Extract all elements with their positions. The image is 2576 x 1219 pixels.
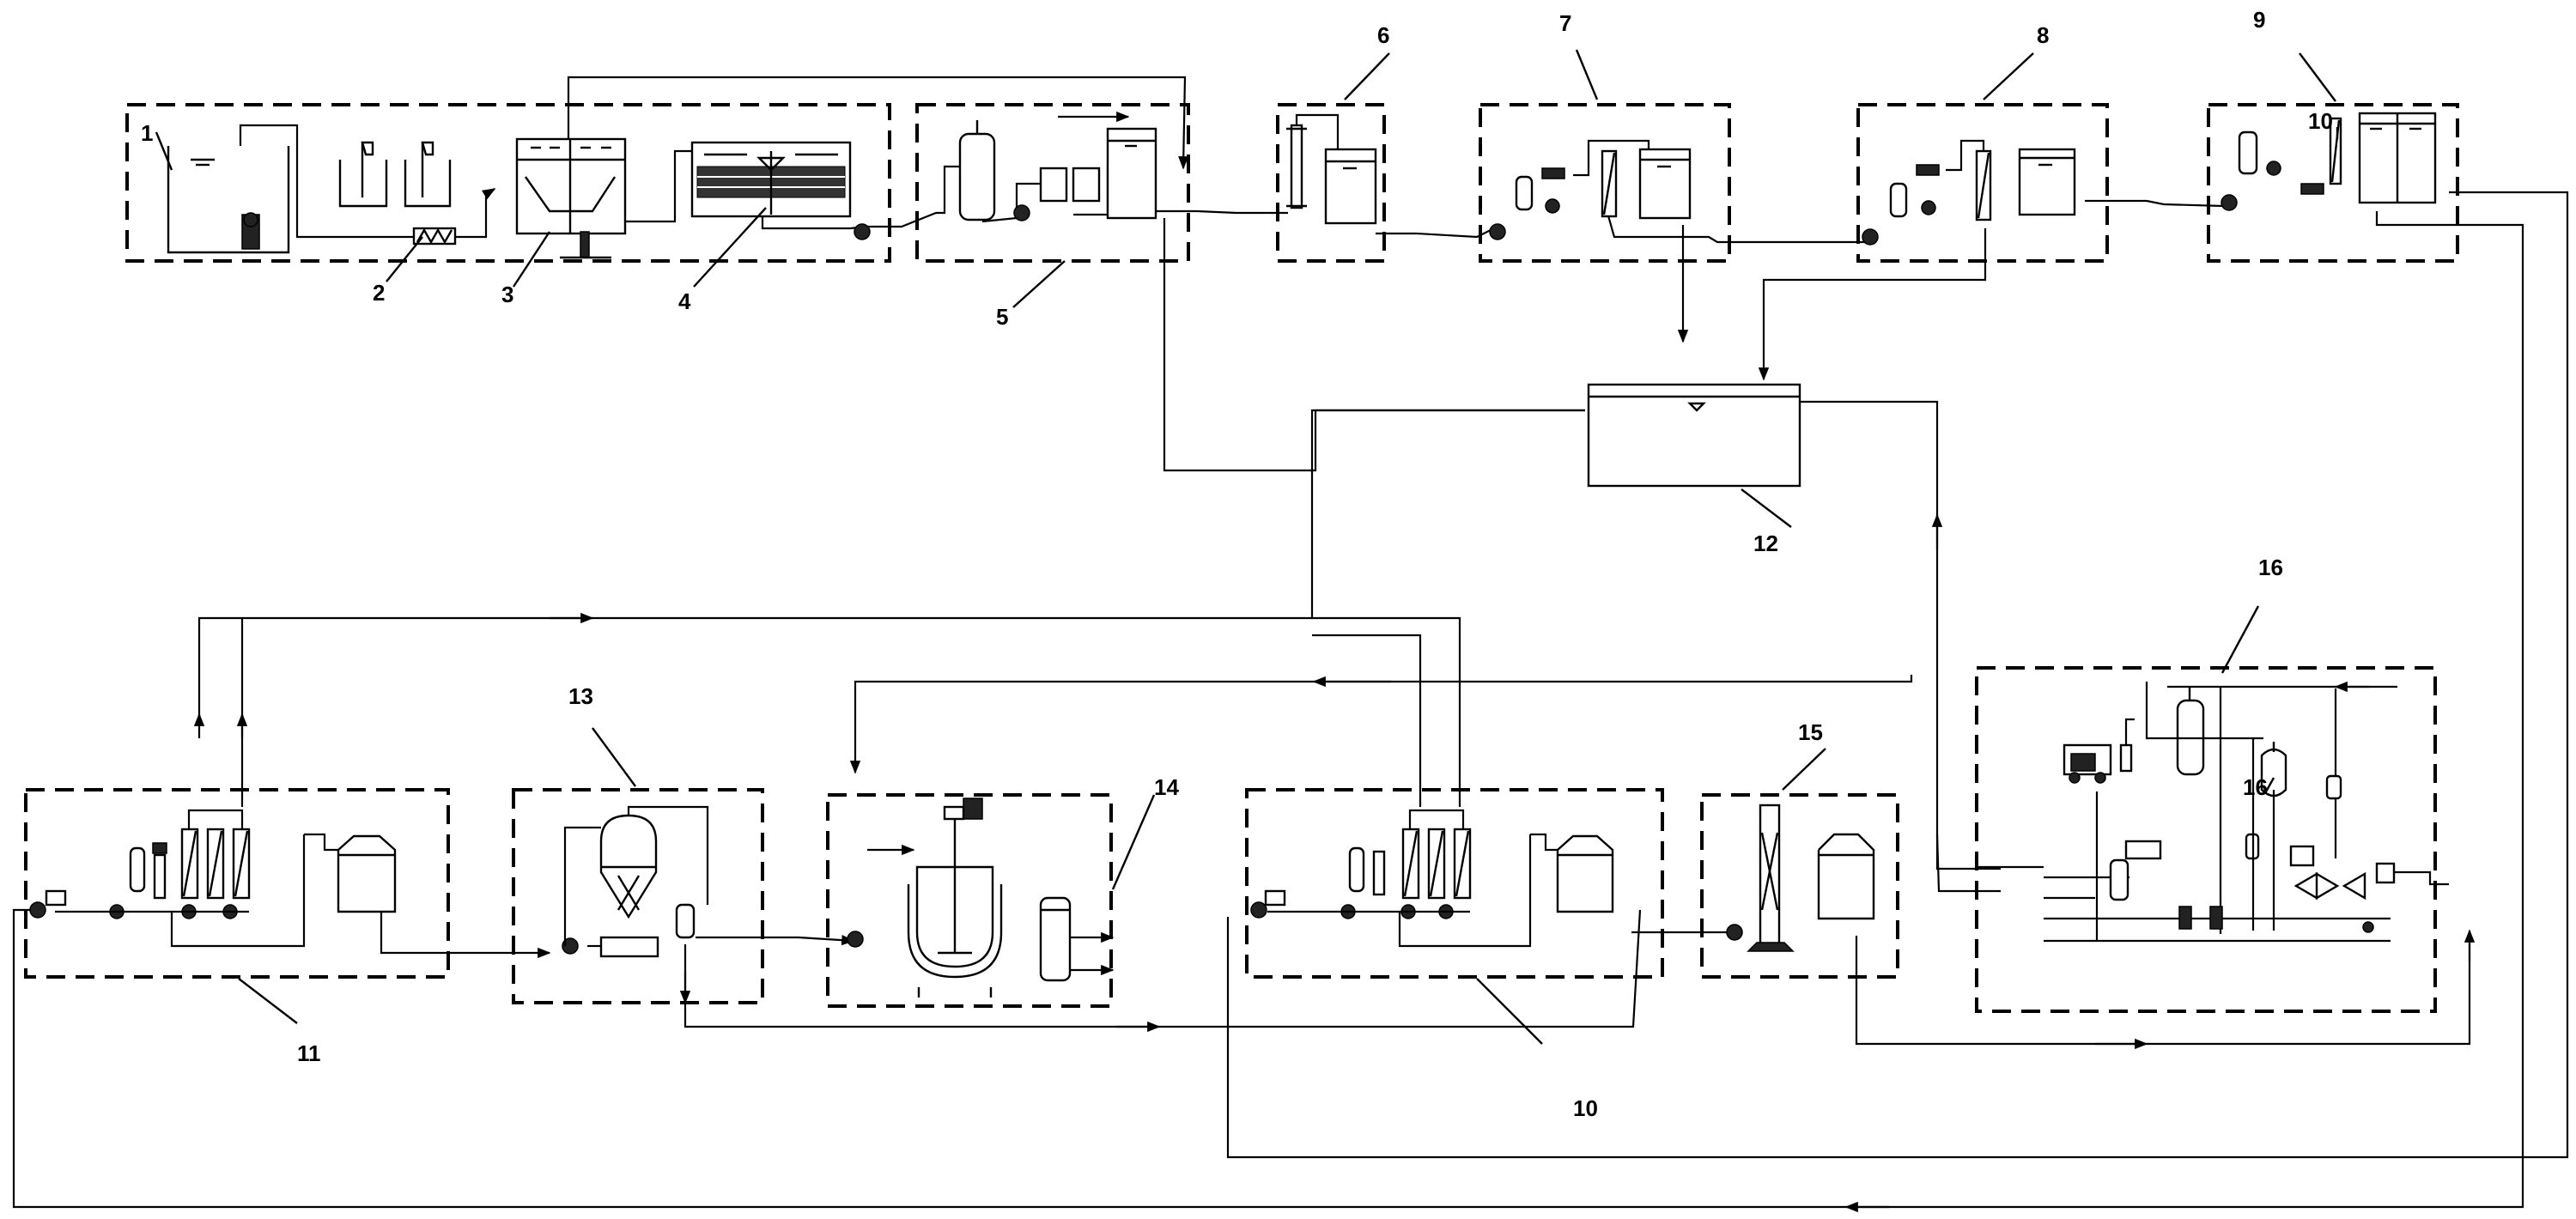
unit-5-pretreatment [854, 120, 1157, 240]
label-10: 10 [1573, 1095, 1598, 1121]
unit-12-central-tank [1587, 383, 1801, 488]
unit-box-9 [2207, 103, 2459, 263]
label-3: 3 [501, 282, 513, 307]
unit-box-10 [1245, 788, 1664, 979]
label-15: 15 [1798, 719, 1823, 745]
unit-box-7 [1479, 103, 1731, 263]
unit-box-16 [1975, 666, 2437, 1013]
label-10-unit9-element: 10 [2308, 108, 2333, 134]
unit-box-14 [826, 793, 1113, 1008]
unit-10-membrane-group [1250, 809, 1614, 948]
unit-box-15 [1700, 793, 1899, 979]
unit-box-11 [24, 788, 450, 979]
unit-1-raw-water-tank [167, 146, 290, 254]
unit-14-reactor [847, 798, 1072, 998]
unit-3-clarifier [515, 137, 627, 259]
leader-lines [155, 49, 2339, 1045]
unit-box-1-4 [125, 103, 891, 263]
label-12: 12 [1753, 531, 1778, 556]
unit-15-column-tank [1726, 804, 1875, 952]
label-13: 13 [568, 683, 593, 709]
settling-channels [338, 141, 452, 208]
unit-2-inline-mixer [412, 227, 457, 246]
label-2: 2 [373, 280, 385, 306]
unit-4-filter [690, 141, 852, 218]
label-16: 16 [2258, 555, 2283, 580]
label-1: 1 [141, 120, 153, 146]
label-8: 8 [2037, 22, 2049, 48]
label-7: 7 [1559, 10, 1571, 36]
unit-16-mvr-system [1975, 681, 2449, 943]
unit-9-final-stage [2221, 112, 2437, 211]
label-4: 4 [678, 288, 691, 314]
label-9: 9 [2253, 7, 2265, 33]
unit-7-membrane-stage [1489, 139, 1692, 240]
piping [12, 76, 2569, 1213]
label-14: 14 [1154, 774, 1179, 800]
unit-box-8 [1856, 103, 2109, 263]
unit-13-evaporator [562, 805, 709, 958]
unit-box-5 [915, 103, 1190, 263]
label-5: 5 [996, 304, 1008, 330]
label-11: 11 [297, 1040, 321, 1066]
label-16-inner: 16 [2243, 774, 2268, 800]
unit-11-membrane-group [29, 809, 397, 948]
unit-8-membrane-stage [1862, 139, 2076, 246]
unit-6-filter-column [1286, 113, 1377, 225]
unit-box-6 [1276, 103, 1386, 263]
label-6: 6 [1377, 22, 1389, 48]
unit-box-13 [512, 788, 764, 1004]
